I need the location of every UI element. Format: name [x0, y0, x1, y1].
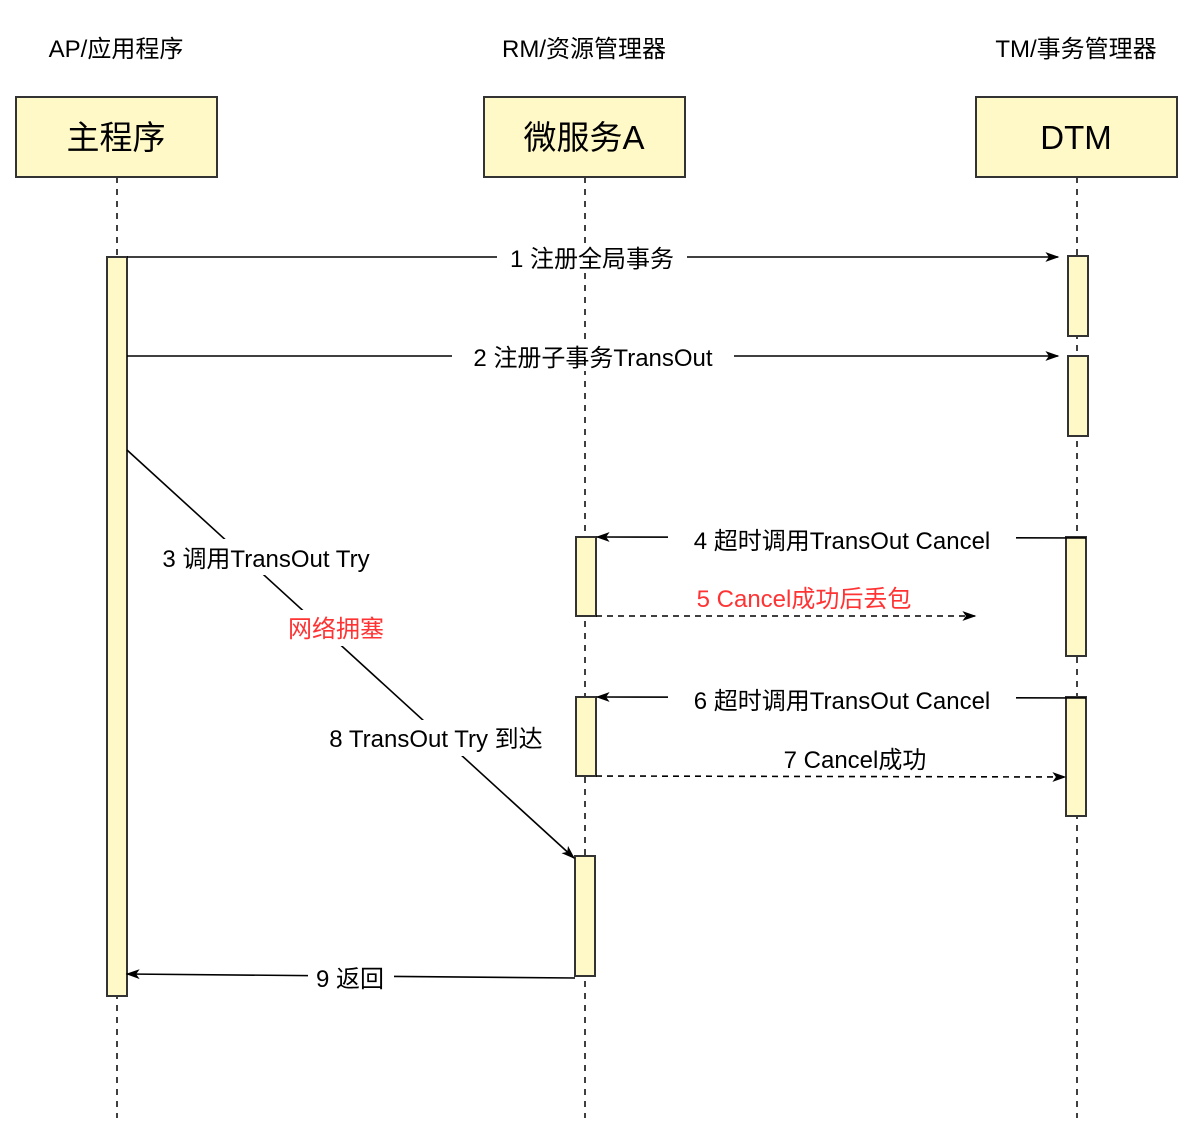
role-label-tm: TM/事务管理器	[995, 36, 1156, 63]
participant-name-tm: DTM	[1040, 119, 1111, 156]
message-8-label: 8 TransOut Try 到达	[329, 726, 542, 753]
message-3-label: 3 调用TransOut Try	[162, 546, 369, 573]
message-6-label-bg	[668, 685, 1016, 713]
message-4-label-bg	[668, 525, 1016, 553]
participant-ap[interactable]: 主程序	[15, 96, 218, 178]
message-1-label: 1 注册全局事务	[510, 246, 674, 273]
message-4-label: 4 超时调用TransOut Cancel	[694, 528, 991, 555]
message-3-label-bg	[142, 539, 390, 575]
message-2: 2 注册子事务TransOut	[127, 343, 1060, 372]
message-8-label-bg	[308, 720, 564, 756]
participant-box-ap	[15, 96, 218, 178]
activation-tm-4	[1065, 696, 1087, 817]
message-5-label: 5 Cancel成功后丢包	[697, 586, 912, 613]
message-3: 3 调用TransOut Try 网络拥塞 8 TransOut Try 到达	[126, 449, 576, 859]
message-9-label: 9 返回	[316, 966, 384, 993]
network-congestion-note: 网络拥塞	[288, 616, 384, 643]
message-6-label: 6 超时调用TransOut Cancel	[694, 688, 991, 715]
activation-tm-3	[1065, 536, 1087, 657]
message-2-label-bg	[452, 343, 734, 371]
activation-tm-1	[1067, 255, 1089, 337]
activation-rm-3	[574, 855, 596, 977]
role-label-rm: RM/资源管理器	[502, 36, 666, 63]
message-7: 7 Cancel成功	[595, 747, 1067, 782]
message-6: 6 超时调用TransOut Cancel	[595, 685, 1087, 715]
participant-name-ap: 主程序	[67, 119, 166, 156]
activation-tm-2	[1067, 355, 1089, 437]
message-1-label-bg	[497, 244, 687, 272]
message-1: 1 注册全局事务	[127, 244, 1060, 273]
participant-box-tm	[975, 96, 1178, 178]
message-7-label: 7 Cancel成功	[784, 747, 927, 774]
participant-name-rm: 微服务A	[523, 119, 644, 156]
message-3-note-bg	[278, 610, 394, 646]
role-label-ap: AP/应用程序	[49, 36, 184, 63]
activation-rm-2	[575, 696, 597, 777]
message-5: 5 Cancel成功后丢包	[596, 586, 977, 621]
message-3-arrow	[126, 449, 576, 859]
message-9-label-bg	[308, 963, 394, 991]
activation-ap-main	[106, 256, 128, 997]
participant-rm[interactable]: 微服务A	[483, 96, 686, 178]
participant-tm[interactable]: DTM	[975, 96, 1178, 178]
message-2-label: 2 注册子事务TransOut	[473, 345, 712, 372]
message-7-arrow	[595, 772, 1067, 782]
message-9: 9 返回	[125, 963, 576, 993]
message-4: 4 超时调用TransOut Cancel	[595, 525, 1087, 555]
activation-rm-1	[575, 536, 597, 617]
participant-box-rm	[483, 96, 686, 178]
